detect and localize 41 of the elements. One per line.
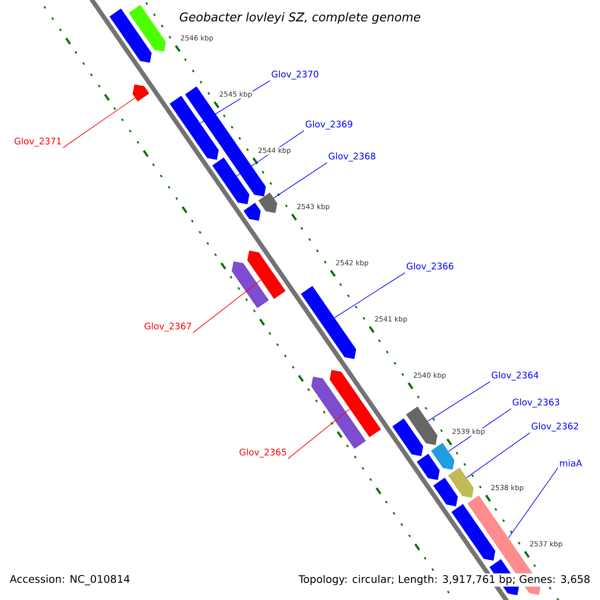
leader-line <box>62 98 136 148</box>
gene-feature <box>247 250 286 299</box>
gene-label: Glov_2366 <box>406 262 454 272</box>
leader-line <box>427 381 490 422</box>
gene-feature <box>132 84 150 102</box>
gene-feature <box>232 261 269 308</box>
gene-feature <box>406 406 438 446</box>
gene-feature <box>431 442 454 470</box>
gene-label: Glov_2367 <box>144 322 192 332</box>
leader-line <box>334 272 406 318</box>
accession-note: Accession: NC_010814 <box>8 573 132 587</box>
gene-feature <box>128 4 166 52</box>
leader-line <box>508 467 558 538</box>
gene-label: Glov_2363 <box>512 398 560 408</box>
gene-feature <box>109 8 152 63</box>
gene-label: Glov_2371 <box>14 138 61 146</box>
gene-feature <box>212 158 250 204</box>
gene-feature <box>300 286 356 359</box>
gene-feature <box>433 478 458 506</box>
gene-feature <box>244 202 261 221</box>
gene-label: miaA <box>560 460 582 466</box>
title: Geobacter lovleyi SZ, complete genome <box>180 12 420 24</box>
gene-feature <box>392 418 424 456</box>
gene-feature <box>448 467 474 498</box>
gene-label: Glov_2362 <box>532 422 578 432</box>
gene-label: Glov_2369 <box>306 120 352 130</box>
gene-feature <box>170 96 219 160</box>
leader-line <box>192 280 262 334</box>
gene-label: Glov_2368 <box>328 152 376 162</box>
gene-feature <box>416 454 440 480</box>
gene-label: Glov_2364 <box>492 372 538 380</box>
gene-label: Glov_2365 <box>240 448 286 458</box>
leader-line <box>273 162 328 198</box>
leader-line <box>288 408 350 460</box>
gene-feature <box>330 370 381 438</box>
leader-line <box>466 432 530 478</box>
gene-feature <box>451 504 496 561</box>
gene-feature <box>258 192 278 213</box>
genome-stats-note: Topology: circular; Length: 3,917,761 bp; Genes: 3,658 <box>297 573 592 587</box>
gene-feature <box>311 376 366 449</box>
gene-label: Glov_2370 <box>272 70 318 80</box>
